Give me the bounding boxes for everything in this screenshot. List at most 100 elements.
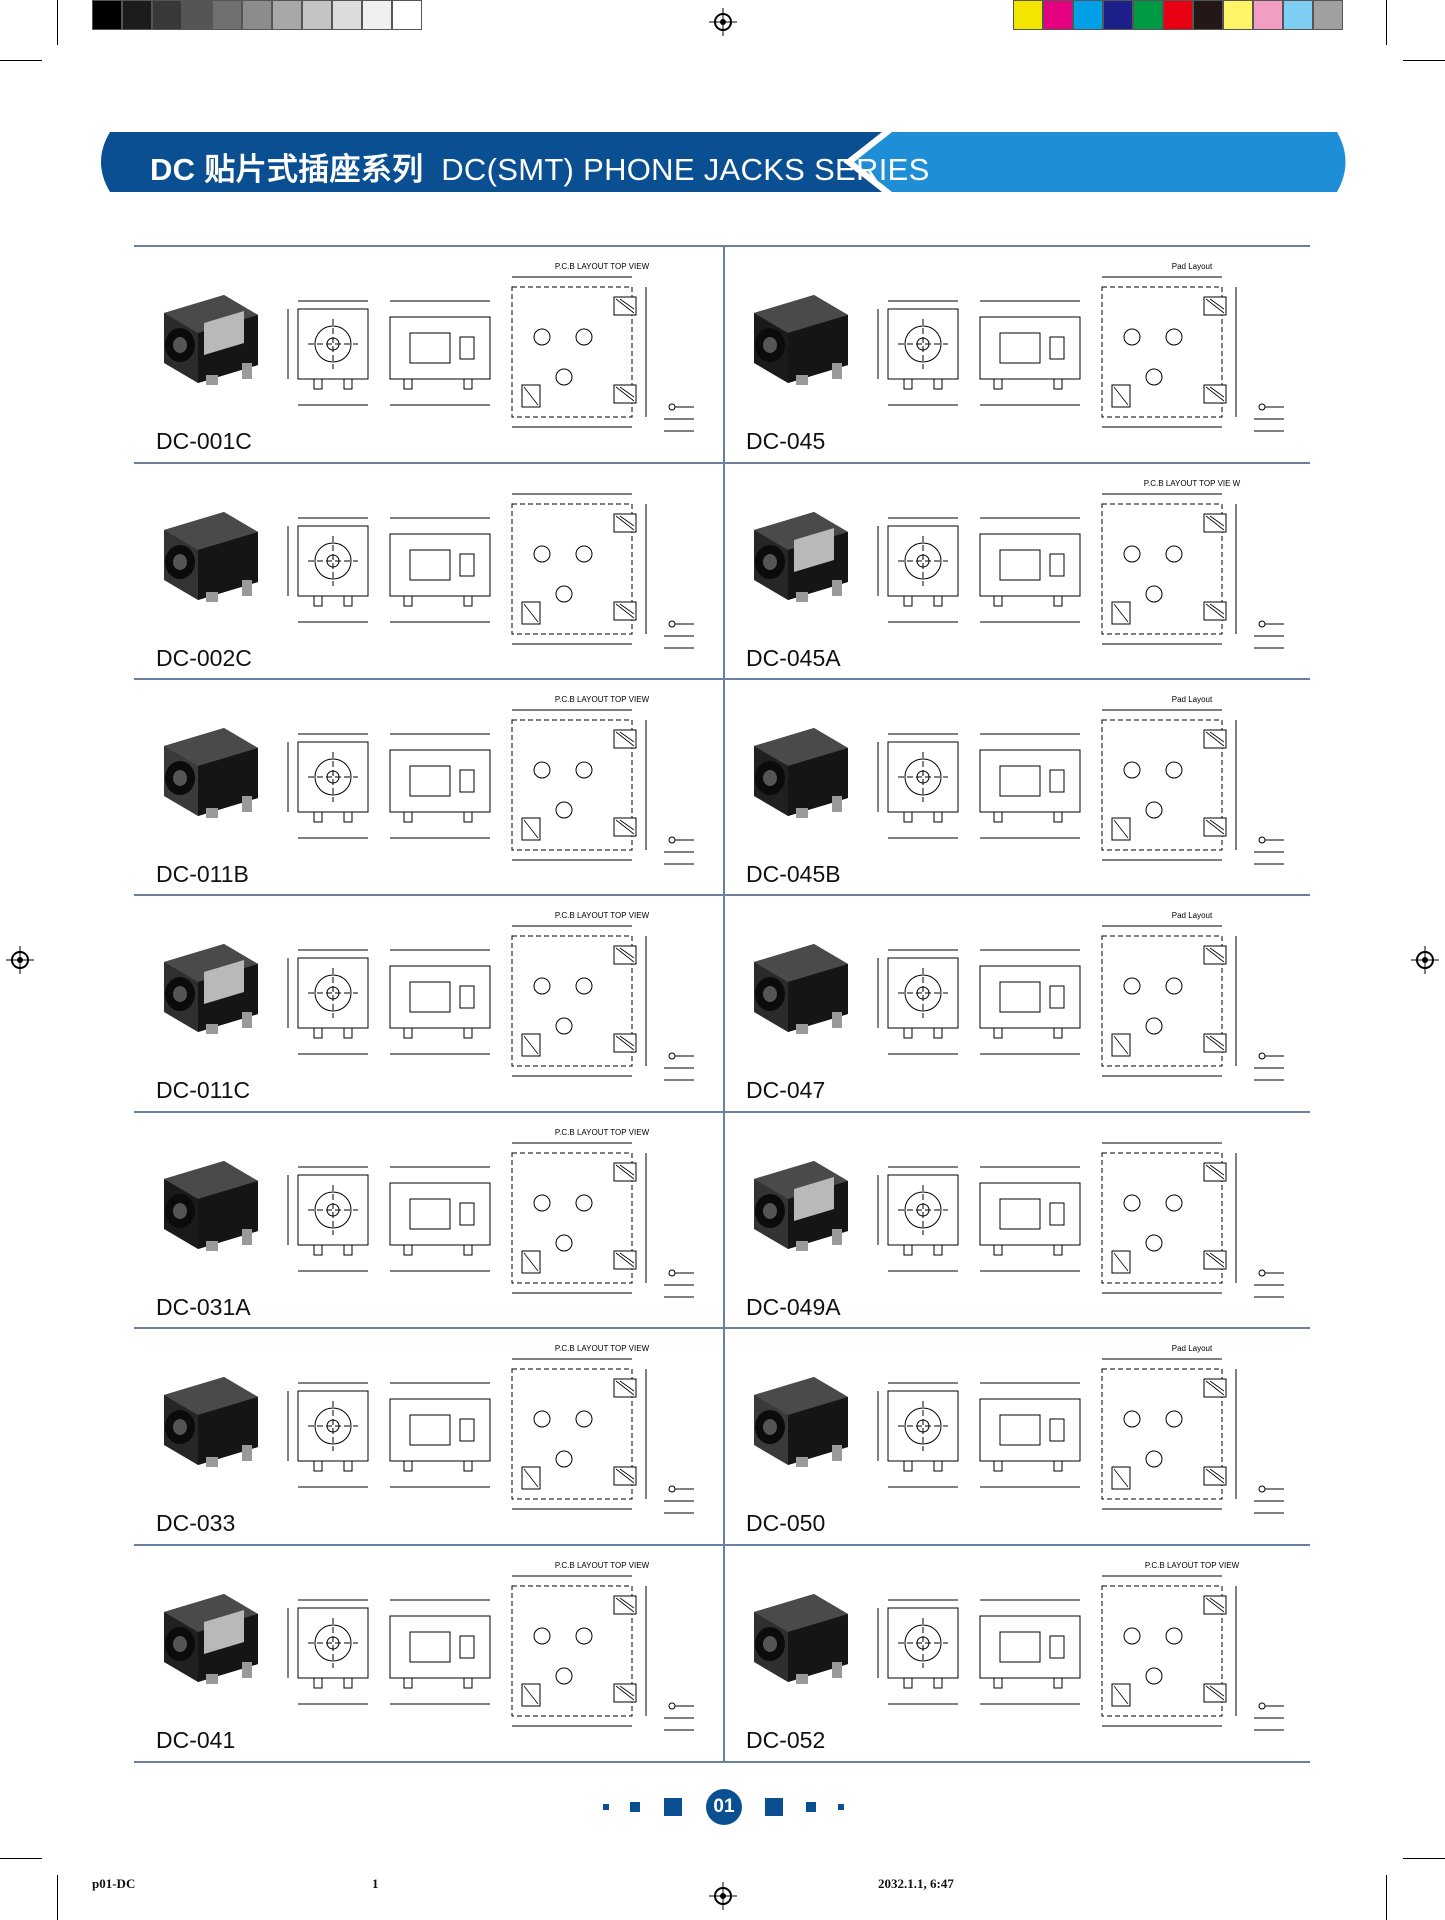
dimension-drawing bbox=[874, 1123, 1306, 1313]
product-cell: DC-002C bbox=[136, 464, 724, 680]
color-bar bbox=[1013, 0, 1343, 30]
product-cell: Pad Layout bbox=[726, 247, 1314, 463]
header-banner: DC 贴片式插座系列 DC(SMT) PHONE JACKS SERIES bbox=[92, 132, 1350, 192]
svg-text:Pad Layout: Pad Layout bbox=[1172, 1344, 1213, 1353]
product-photo bbox=[736, 1139, 856, 1259]
product-cell: P.C.B LAYOUT TOP VIEW bbox=[136, 1113, 724, 1329]
model-label: DC-050 bbox=[746, 1510, 826, 1536]
row-divider bbox=[134, 1327, 1310, 1329]
grayscale-swatch bbox=[332, 0, 362, 30]
grayscale-swatch bbox=[152, 0, 182, 30]
product-photo bbox=[146, 1139, 266, 1259]
dimension-drawing: P.C.B LAYOUT TOP VIEW bbox=[284, 906, 716, 1096]
color-swatch bbox=[1283, 0, 1313, 30]
dimension-drawing bbox=[284, 474, 716, 664]
footer-file-name: p01-DC bbox=[92, 1876, 136, 1891]
crop-mark bbox=[57, 1875, 58, 1920]
svg-text:P.C.B LAYOUT TOP VIEW: P.C.B LAYOUT TOP VIEW bbox=[555, 262, 650, 271]
footer-timestamp: 2032.1.1, 6:47 bbox=[878, 1876, 954, 1891]
svg-text:Pad Layout: Pad Layout bbox=[1172, 911, 1213, 920]
title-english: DC(SMT) PHONE JACKS SERIES bbox=[441, 152, 930, 187]
grayscale-bar bbox=[92, 0, 422, 30]
product-cell: P.C.B LAYOUT TOP VIEW bbox=[136, 1546, 724, 1762]
dimension-drawing: Pad Layout bbox=[874, 906, 1306, 1096]
color-swatch bbox=[1103, 0, 1133, 30]
color-swatch bbox=[1193, 0, 1223, 30]
model-label: DC-011B bbox=[156, 861, 249, 887]
grayscale-swatch bbox=[122, 0, 152, 30]
model-label: DC-045 bbox=[746, 428, 826, 454]
pagination-dot bbox=[630, 1802, 640, 1812]
product-cell: Pad Layout bbox=[726, 680, 1314, 896]
page-number: 01 bbox=[706, 1789, 742, 1825]
svg-text:P.C.B LAYOUT TOP VIEW: P.C.B LAYOUT TOP VIEW bbox=[1145, 1561, 1240, 1570]
dimension-drawing: Pad Layout bbox=[874, 1339, 1306, 1529]
registration-mark-icon bbox=[1411, 946, 1439, 974]
column-divider bbox=[723, 246, 725, 1762]
row-divider bbox=[134, 1761, 1310, 1763]
grayscale-swatch bbox=[392, 0, 422, 30]
crop-mark bbox=[57, 0, 58, 45]
dimension-drawing: P.C.B LAYOUT TOP VIEW bbox=[874, 1556, 1306, 1746]
row-divider bbox=[134, 894, 1310, 896]
color-swatch bbox=[1223, 0, 1253, 30]
pagination-dot bbox=[603, 1804, 609, 1810]
pagination-dot bbox=[838, 1804, 844, 1810]
svg-text:P.C.B LAYOUT TOP VIEW: P.C.B LAYOUT TOP VIEW bbox=[555, 911, 650, 920]
dimension-drawing: Pad Layout bbox=[874, 690, 1306, 880]
product-photo bbox=[146, 922, 266, 1042]
product-cell: P.C.B LAYOUT TOP VIEW bbox=[136, 247, 724, 463]
svg-text:P.C.B LAYOUT TOP VIEW: P.C.B LAYOUT TOP VIEW bbox=[555, 1344, 650, 1353]
pagination-dot bbox=[806, 1802, 816, 1812]
product-photo bbox=[736, 273, 856, 393]
product-photo bbox=[736, 1355, 856, 1475]
product-photo bbox=[146, 273, 266, 393]
product-photo bbox=[146, 490, 266, 610]
grayscale-swatch bbox=[272, 0, 302, 30]
svg-text:P.C.B LAYOUT TOP VIE W: P.C.B LAYOUT TOP VIE W bbox=[1144, 479, 1241, 488]
color-swatch bbox=[1163, 0, 1193, 30]
row-divider bbox=[134, 1111, 1310, 1113]
row-divider bbox=[134, 678, 1310, 680]
product-photo bbox=[146, 706, 266, 826]
color-swatch bbox=[1043, 0, 1073, 30]
crop-mark bbox=[1403, 1858, 1445, 1859]
row-divider bbox=[134, 462, 1310, 464]
svg-text:P.C.B LAYOUT TOP VIEW: P.C.B LAYOUT TOP VIEW bbox=[555, 1128, 650, 1137]
product-cell: DC-049A bbox=[726, 1113, 1314, 1329]
crop-mark bbox=[0, 1858, 42, 1859]
product-cell: P.C.B LAYOUT TOP VIEW bbox=[726, 1546, 1314, 1762]
model-label: DC-045A bbox=[746, 645, 841, 671]
crop-mark bbox=[1403, 60, 1445, 61]
dimension-drawing: P.C.B LAYOUT TOP VIEW bbox=[284, 1556, 716, 1746]
product-photo bbox=[146, 1572, 266, 1692]
pagination-dot bbox=[765, 1798, 783, 1816]
dimension-drawing: P.C.B LAYOUT TOP VIEW bbox=[284, 257, 716, 447]
grayscale-swatch bbox=[242, 0, 272, 30]
product-cell: P.C.B LAYOUT TOP VIE W bbox=[726, 464, 1314, 680]
model-label: DC-052 bbox=[746, 1727, 826, 1753]
model-label: DC-033 bbox=[156, 1510, 236, 1536]
product-photo bbox=[736, 490, 856, 610]
product-cell: Pad Layout bbox=[726, 896, 1314, 1112]
product-photo bbox=[736, 1572, 856, 1692]
product-photo bbox=[146, 1355, 266, 1475]
color-swatch bbox=[1073, 0, 1103, 30]
model-label: DC-011C bbox=[156, 1077, 251, 1103]
row-divider bbox=[134, 1544, 1310, 1546]
model-label: DC-002C bbox=[156, 645, 252, 671]
svg-text:Pad Layout: Pad Layout bbox=[1172, 695, 1213, 704]
registration-mark-icon bbox=[6, 946, 34, 974]
product-photo bbox=[736, 922, 856, 1042]
svg-text:P.C.B LAYOUT TOP VIEW: P.C.B LAYOUT TOP VIEW bbox=[555, 695, 650, 704]
svg-text:Pad Layout: Pad Layout bbox=[1172, 262, 1213, 271]
crop-mark bbox=[0, 60, 42, 61]
grayscale-swatch bbox=[182, 0, 212, 30]
row-divider bbox=[134, 245, 1310, 247]
dimension-drawing: P.C.B LAYOUT TOP VIEW bbox=[284, 1339, 716, 1529]
registration-mark-icon bbox=[709, 8, 737, 36]
registration-mark-icon bbox=[709, 1882, 737, 1910]
dimension-drawing: Pad Layout bbox=[874, 257, 1306, 447]
grayscale-swatch bbox=[92, 0, 122, 30]
product-cell: Pad Layout bbox=[726, 1329, 1314, 1545]
